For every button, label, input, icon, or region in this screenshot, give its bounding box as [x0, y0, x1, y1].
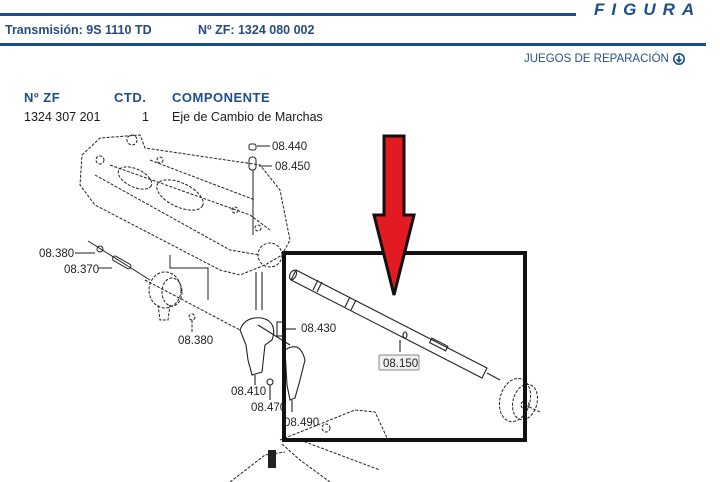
- column-header-zf: Nº ZF: [24, 90, 61, 105]
- exploded-parts-diagram: 08.440 08.450 08.380 08.370 08.380 08.43…: [39, 134, 541, 482]
- bearing-drawing: [498, 377, 541, 423]
- selector-parts-drawing: [144, 255, 241, 333]
- shift-shaft-08-150: [288, 269, 501, 381]
- callout-08-490: 08.490: [284, 417, 319, 429]
- header-top-rule: [0, 13, 576, 16]
- callout-08-440: 08.440: [272, 141, 307, 153]
- callout-08-380-bottom: 08.380: [178, 335, 213, 347]
- repair-kits-link[interactable]: JUEGOS DE REPARACIÓN: [524, 53, 685, 65]
- header-bottom-rule: [0, 43, 706, 46]
- cell-qty: 1: [142, 110, 149, 124]
- cell-component: Eje de Cambio de Marchas: [172, 110, 323, 124]
- lower-housing-drawing: [229, 409, 389, 482]
- housing-drawing: [79, 134, 291, 276]
- bolt-drawing: [268, 450, 276, 468]
- repair-kits-label: JUEGOS DE REPARACIÓN: [524, 53, 669, 65]
- callout-08-450: 08.450: [275, 161, 310, 173]
- part-08-380-08-370: [75, 240, 151, 281]
- column-header-component: COMPONENTE: [172, 90, 271, 105]
- zf-number-label: Nº ZF: 1324 080 002: [198, 23, 315, 37]
- column-header-qty: CTD.: [114, 90, 147, 105]
- transmission-label: Transmisión: 9S 1110 TD: [5, 23, 152, 37]
- callout-08-370: 08.370: [64, 264, 99, 276]
- figure-title: FIGURA: [594, 0, 702, 19]
- circle-down-arrow-icon: [672, 53, 685, 65]
- highlight-arrow-icon: [372, 134, 416, 296]
- callout-08-410: 08.410: [231, 386, 266, 398]
- callout-08-430: 08.430: [301, 323, 336, 335]
- highlight-box: [282, 251, 527, 442]
- callout-08-470: 08.470: [251, 402, 286, 414]
- callout-box-08-150: [378, 354, 420, 371]
- callout-08-380-top: 08.380: [39, 248, 74, 260]
- callout-08-150: 08.150: [383, 358, 418, 370]
- cell-zf: 1324 307 201: [24, 110, 101, 124]
- part-08-440-08-450: [248, 143, 272, 235]
